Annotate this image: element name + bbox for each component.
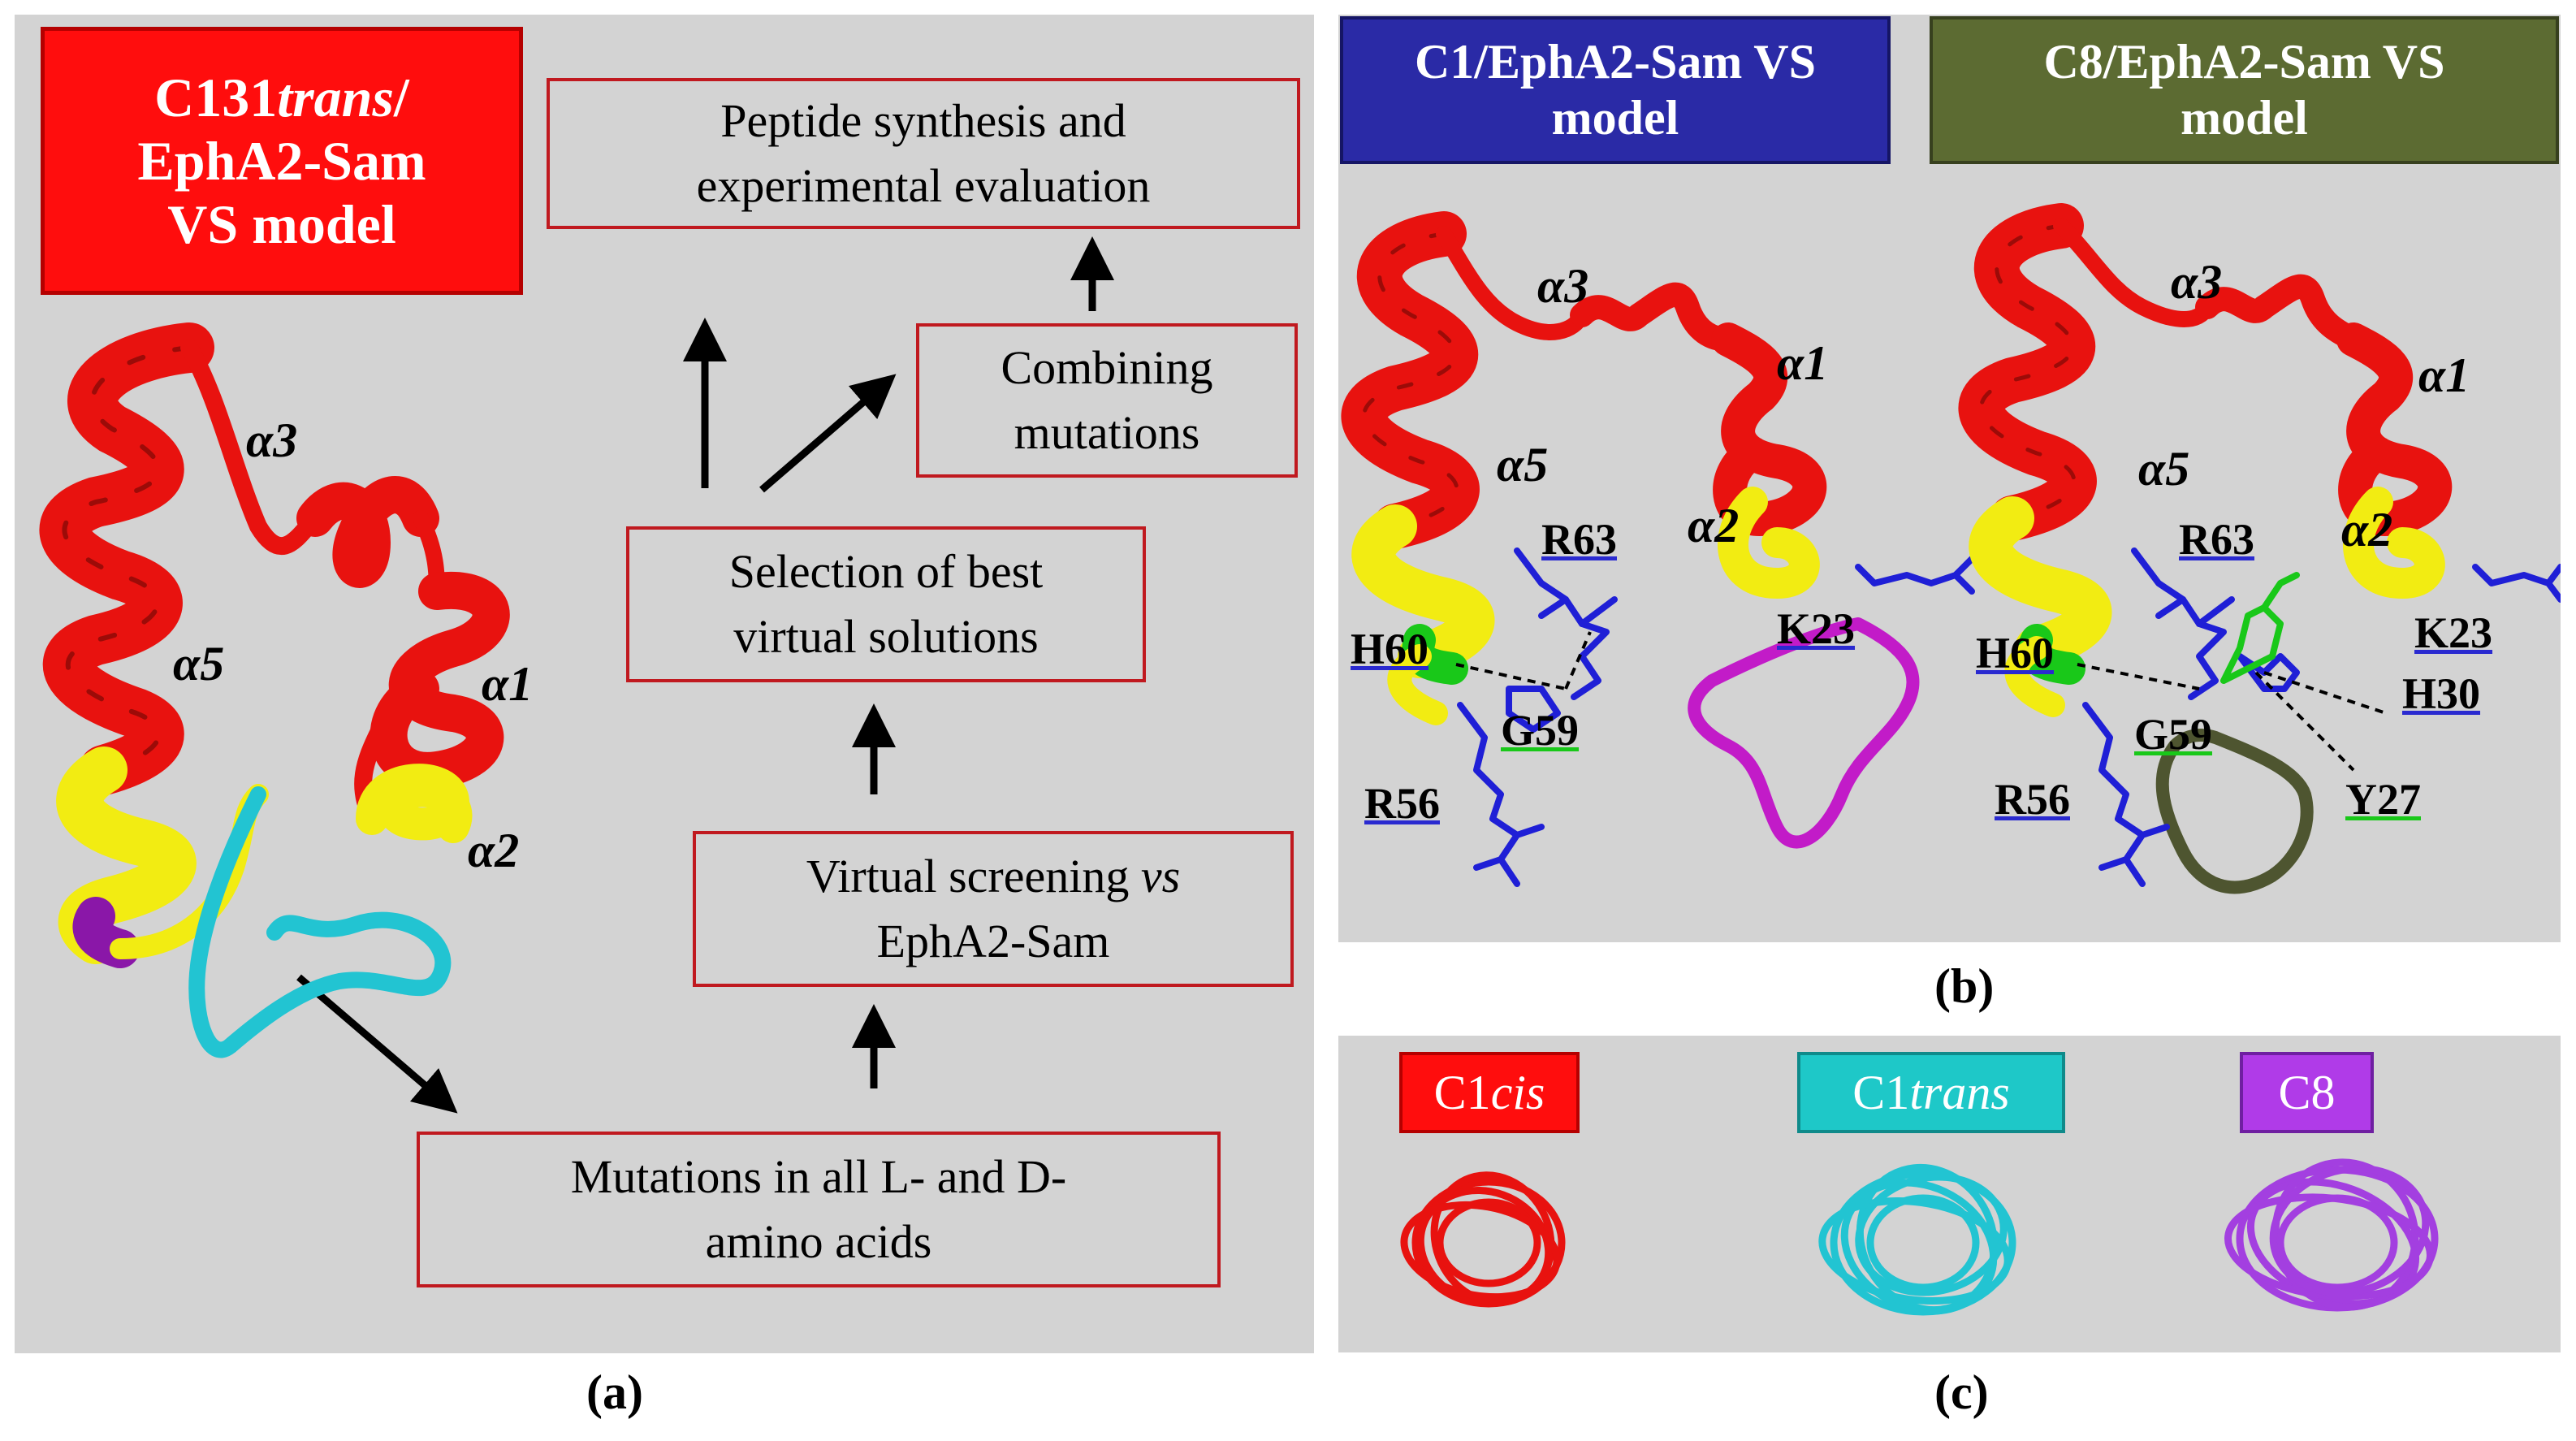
model1-structure: [1341, 211, 1920, 849]
step-screening-vs: vs: [1140, 849, 1181, 902]
arrow-selection-to-combining: [759, 374, 897, 493]
model2-residues: [2082, 547, 2561, 887]
model2-title-line1: C8/EphA2-Sam VS: [2043, 35, 2445, 89]
model1-helix-a5: α5: [1497, 438, 1549, 491]
step-combining-line1: Combining: [1001, 340, 1213, 394]
legend-c8: C8: [2240, 1052, 2374, 1133]
model1-residue-r63: R63: [1541, 515, 1617, 564]
panel-c-label: (c): [1934, 1365, 1989, 1419]
step-combining-box: Combining mutations: [916, 323, 1298, 478]
step-screening-box: Virtual screening vs EphA2-Sam: [693, 831, 1294, 987]
model1-residue-g59: G59: [1501, 706, 1580, 755]
panel-a-graphics: [39, 236, 1114, 1114]
model1-residue-h60: H60: [1351, 625, 1429, 673]
panel-b-model1-title: C1/EphA2-Sam VS model: [1340, 16, 1891, 164]
model1-title-line1: C1/EphA2-Sam VS: [1414, 35, 1817, 89]
legend-c1trans-prefix: C1: [1852, 1065, 1910, 1119]
step-screening-line2: EphA2-Sam: [876, 915, 1110, 967]
title-a-slash: /: [393, 66, 409, 128]
panel-b-graphics: [1341, 203, 2561, 894]
model2-structure: [1958, 203, 2453, 894]
panel-b-model2-title: C8/EphA2-Sam VS model: [1930, 16, 2559, 164]
model2-residue-r63: R63: [2179, 515, 2254, 564]
panel-a-title: C131trans/ EphA2-Sam VS model: [41, 27, 523, 295]
model2-residue-h60: H60: [1976, 629, 2055, 677]
panel-a-helix-a5: α5: [173, 637, 225, 690]
panel-b: C1/EphA2-Sam VS model C8/EphA2-Sam VS mo…: [1338, 15, 2561, 942]
model2-residue-k23: K23: [2414, 608, 2493, 657]
panel-a-label: (a): [586, 1365, 643, 1419]
panel-a: C131trans/ EphA2-Sam VS model Peptide sy…: [15, 15, 1314, 1353]
step-screening-line1: Virtual screening: [806, 849, 1141, 902]
model2-title-line2: model: [2181, 91, 2308, 145]
title-a-trans: trans: [277, 66, 394, 128]
model1-helix-a1: α1: [1777, 336, 1829, 390]
model1-title-line2: model: [1551, 91, 1679, 145]
step-synthesis-line2: experimental evaluation: [696, 159, 1151, 212]
model1-residues: [1457, 547, 1975, 887]
model2-hbonds: [2077, 663, 2387, 772]
protein-helix-a3: [180, 339, 445, 599]
arrow-loop-to-mutations: [296, 974, 458, 1114]
panel-a-helix-a3: α3: [246, 413, 298, 467]
model2-helix-a3: α3: [2171, 255, 2223, 309]
title-a-line1: C131: [154, 66, 278, 128]
step-combining-line2: mutations: [1014, 406, 1200, 459]
model1-residue-r56: R56: [1364, 779, 1440, 828]
legend-c8-text: C8: [2278, 1065, 2336, 1119]
ensemble-c8: [2224, 1158, 2439, 1312]
legend-c1cis-prefix: C1: [1433, 1065, 1491, 1119]
step-selection-line1: Selection of best: [728, 544, 1044, 598]
title-a-line2: EphA2-Sam: [137, 129, 426, 192]
panel-a-helix-a2: α2: [468, 824, 520, 877]
model1-hbonds: [1455, 631, 1592, 690]
step-selection-line2: virtual solutions: [733, 610, 1039, 663]
model2-residue-g59: G59: [2134, 710, 2213, 759]
panel-a-helix-a1: α1: [482, 657, 534, 711]
model1-helix-a3: α3: [1537, 259, 1589, 313]
model1-helix-a2: α2: [1688, 499, 1740, 552]
step-mutations-line1: Mutations in all L- and D-: [570, 1149, 1067, 1203]
ensemble-c1trans: [1818, 1163, 2016, 1316]
step-synthesis-box: Peptide synthesis and experimental evalu…: [547, 78, 1300, 229]
peptide-loop-cyan: [188, 786, 452, 1058]
legend-c1trans-suffix: trans: [1909, 1065, 2010, 1119]
panel-b-label: (b): [1934, 959, 1995, 1013]
protein-helix-a5: [39, 322, 269, 968]
title-a-line3: VS model: [167, 193, 396, 256]
step-selection-box: Selection of best virtual solutions: [626, 526, 1146, 682]
model2-residue-r56: R56: [1995, 775, 2070, 824]
step-synthesis-line1: Peptide synthesis and: [720, 93, 1126, 147]
panel-c-graphics: [1400, 1158, 2439, 1316]
legend-c1cis-suffix: cis: [1490, 1065, 1545, 1119]
ensemble-c1cis: [1400, 1171, 1566, 1308]
protein-helix-a1-a2: [354, 571, 510, 843]
model1-residue-k23: K23: [1777, 604, 1856, 653]
step-mutations-box: Mutations in all L- and D- amino acids: [417, 1132, 1221, 1287]
model2-helix-a5: α5: [2138, 442, 2190, 495]
model2-helix-a2: α2: [2341, 503, 2393, 556]
model2-residue-y27: Y27: [2345, 775, 2421, 824]
model2-helix-a1: α1: [2418, 348, 2470, 402]
model2-residue-h30: H30: [2402, 669, 2481, 718]
step-mutations-line2: amino acids: [705, 1215, 932, 1268]
